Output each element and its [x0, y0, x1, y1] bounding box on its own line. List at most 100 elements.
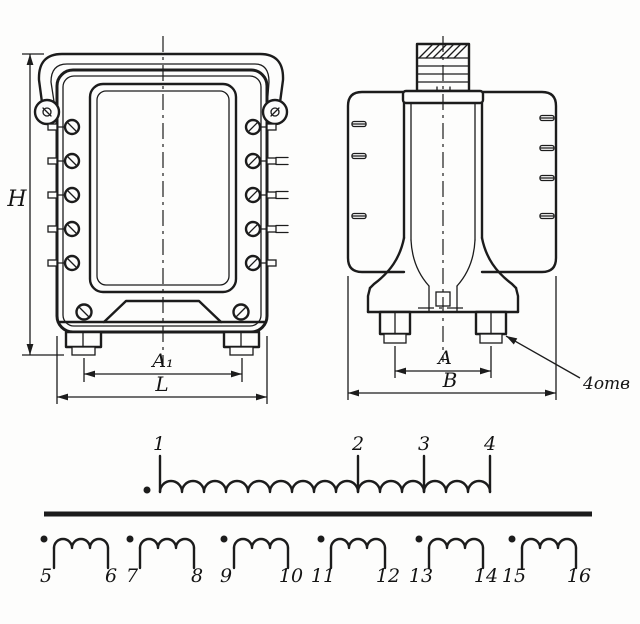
- dimension-foot-span-a: A: [394, 346, 492, 378]
- dim-label-B: B: [442, 368, 458, 392]
- arrowhead: [84, 370, 95, 378]
- winding-schematic: 1 2 3 4 5 6 7 8 9: [40, 433, 592, 587]
- strap-screw-slot-left: [42, 107, 52, 117]
- mounting-feet: [366, 285, 520, 344]
- terminal-left-3: [47, 186, 81, 204]
- winding-window-inner: [96, 90, 230, 286]
- polarity-dot: [415, 535, 423, 543]
- dim-label-A: A: [436, 347, 452, 369]
- dim-label-A1: A₁: [150, 350, 173, 372]
- strap-screw-slot-right: [270, 107, 280, 117]
- arrowhead: [395, 367, 406, 375]
- coil: [427, 537, 485, 550]
- terminal-3-label: 3: [418, 433, 430, 455]
- dimension-length: L: [56, 336, 268, 404]
- terminal-4-label: 4: [483, 433, 496, 455]
- secondary-winding-5: 13 14: [409, 535, 498, 587]
- terminal-right-3: [244, 186, 289, 204]
- terminal-7-label: 7: [126, 565, 139, 587]
- arrowhead: [231, 370, 242, 378]
- secondary-winding-4: 11 12: [311, 535, 400, 587]
- screw-slot: [247, 121, 259, 133]
- side-plate-right: [480, 90, 558, 274]
- flare-right: [480, 236, 518, 290]
- foot-left-pad: [71, 346, 96, 356]
- arrowhead: [348, 389, 359, 397]
- dimension-foot-span-a1: A₁: [83, 350, 243, 382]
- leader-line: [505, 335, 581, 379]
- screw-slot: [66, 223, 78, 235]
- dimension-height: H: [6, 53, 64, 356]
- strap-outer-edge: [37, 52, 285, 112]
- terminal-5-label: 5: [40, 565, 52, 587]
- terminal-2-label: 2: [351, 433, 364, 455]
- terminal-1-label: 1: [153, 433, 165, 455]
- terminal-6-label: 6: [105, 565, 117, 587]
- polarity-dot: [317, 535, 325, 543]
- strap-hole-right: [270, 107, 280, 117]
- screw-slot: [66, 189, 78, 201]
- screw-slot: [247, 189, 259, 201]
- arrowhead: [256, 393, 267, 401]
- polarity-dot: [40, 535, 48, 543]
- plate-terminal-marks-left: [351, 120, 367, 220]
- foot-right-pad: [229, 346, 254, 356]
- stack-hatching: [418, 43, 469, 59]
- terminal-left-1: [47, 118, 81, 136]
- terminal-right-4: [244, 220, 289, 238]
- terminal-11-label: 11: [311, 565, 335, 587]
- mounting-strap: [33, 52, 289, 126]
- strap-hole-left: [42, 107, 52, 117]
- screw-slot: [66, 155, 78, 167]
- coil: [52, 537, 110, 550]
- terminal-right-5: [244, 254, 277, 272]
- terminal-10-label: 10: [279, 565, 303, 587]
- front-view: H A₁ L: [6, 36, 289, 404]
- terminal-12-label: 12: [376, 565, 400, 587]
- terminal-14-label: 14: [474, 565, 498, 587]
- screw-slot: [247, 257, 259, 269]
- screw-slot: [247, 223, 259, 235]
- plate-terminal-marks-right: [539, 114, 555, 220]
- terminal-right-1: [244, 118, 277, 136]
- secondary-winding-6: 15 16: [502, 535, 591, 587]
- terminal-13-label: 13: [409, 565, 433, 587]
- dim-label-H: H: [6, 187, 27, 212]
- arrowhead: [57, 393, 68, 401]
- side-view: A B 4отв: [346, 36, 630, 400]
- coil-body: [368, 89, 518, 290]
- coil: [232, 537, 290, 550]
- screw-slot: [66, 121, 78, 133]
- secondary-winding-2: 7 8: [126, 535, 203, 587]
- dimension-width-b: B: [347, 276, 557, 400]
- primary-coil: [158, 479, 492, 494]
- side-plate-left: [346, 90, 406, 274]
- terminal-left-4: [47, 220, 81, 238]
- screw-slot: [66, 257, 78, 269]
- holes-note-label: 4отв: [582, 374, 630, 394]
- terminal-left-2: [47, 152, 81, 170]
- terminals-right: [244, 118, 289, 272]
- polarity-dot: [143, 486, 151, 494]
- terminal-8-label: 8: [191, 565, 203, 587]
- polarity-dot: [220, 535, 228, 543]
- coil: [329, 537, 387, 550]
- bolt-slot: [78, 306, 90, 318]
- arrowhead: [506, 336, 518, 345]
- arrowhead: [545, 389, 556, 397]
- arrowhead: [480, 367, 491, 375]
- screw-slot: [247, 155, 259, 167]
- holes-callout: 4отв: [505, 335, 630, 394]
- polarity-dot: [126, 535, 134, 543]
- terminal-15-label: 15: [502, 565, 526, 587]
- strap-inner-edge: [50, 63, 270, 109]
- secondary-winding-3: 9 10: [220, 535, 303, 587]
- primary-winding: 1 2 3 4: [143, 433, 496, 494]
- arrowhead: [26, 344, 34, 355]
- bolt-slot: [235, 306, 247, 318]
- terminal-9-label: 9: [220, 565, 232, 587]
- arrowhead: [26, 54, 34, 65]
- flare-left: [368, 236, 406, 290]
